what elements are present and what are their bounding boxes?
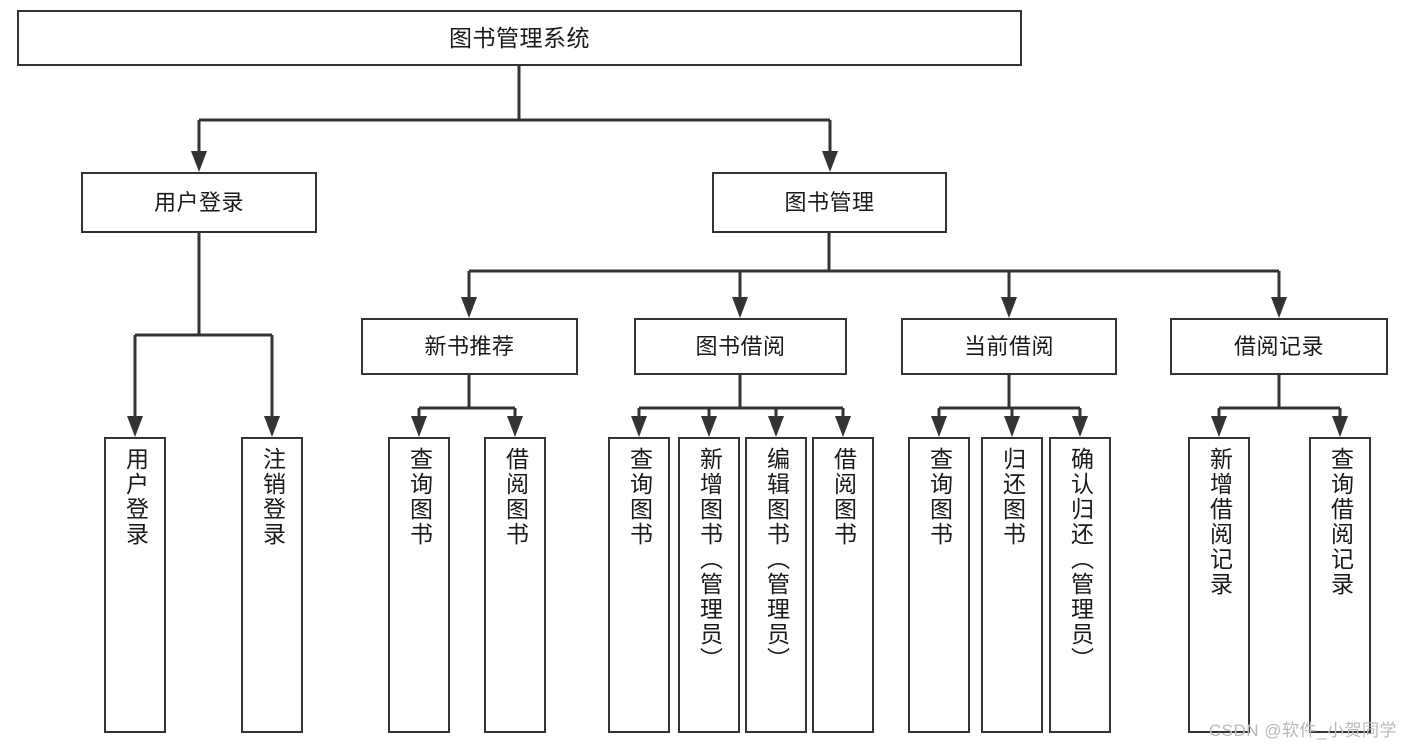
- connector-arrowhead: [732, 297, 748, 318]
- leaf-node[interactable]: 用户登录: [104, 437, 166, 733]
- leaf-node[interactable]: 查询图书: [908, 437, 970, 733]
- leaf-node[interactable]: 归还图书: [981, 437, 1043, 733]
- connector-arrowhead: [1271, 297, 1287, 318]
- connector-arrowhead: [701, 416, 717, 437]
- level3-node[interactable]: 新书推荐: [361, 318, 578, 375]
- node-label: 注销登录: [259, 447, 286, 547]
- node-label: 查询图书: [626, 447, 653, 547]
- connector-arrowhead: [768, 416, 784, 437]
- connector-arrowhead: [461, 297, 477, 318]
- node-label: 图书管理: [784, 189, 875, 215]
- connector-arrowhead: [631, 416, 647, 437]
- level3-node[interactable]: 图书借阅: [634, 318, 847, 375]
- leaf-node[interactable]: 查询借阅记录: [1309, 437, 1371, 733]
- connector-arrowhead: [127, 416, 143, 437]
- leaf-node[interactable]: 查询图书: [388, 437, 450, 733]
- connector-arrowhead: [1001, 297, 1017, 318]
- connector-arrowhead: [931, 416, 947, 437]
- node-label: 用户登录: [122, 447, 149, 547]
- connector-arrowhead: [1211, 416, 1227, 437]
- connector-arrowhead: [1004, 416, 1020, 437]
- node-label: 新书推荐: [424, 333, 515, 359]
- leaf-node[interactable]: 注销登录: [241, 437, 303, 733]
- level3-node[interactable]: 当前借阅: [901, 318, 1117, 375]
- connector-arrowhead: [1332, 416, 1348, 437]
- node-label: 借阅图书: [502, 447, 529, 547]
- node-label: 当前借阅: [963, 333, 1054, 359]
- connector-arrowhead: [264, 416, 280, 437]
- node-label: 借阅记录: [1233, 333, 1324, 359]
- node-label: 新增图书（管理员）: [696, 447, 723, 672]
- connector-arrowhead: [835, 416, 851, 437]
- connector-arrowhead: [1072, 416, 1088, 437]
- node-label: 确认归还（管理员）: [1067, 447, 1094, 672]
- node-label: 借阅图书: [830, 447, 857, 547]
- leaf-node[interactable]: 借阅图书: [484, 437, 546, 733]
- node-label: 图书借阅: [695, 333, 786, 359]
- leaf-node[interactable]: 查询图书: [608, 437, 670, 733]
- level3-node[interactable]: 借阅记录: [1170, 318, 1388, 375]
- node-label: 查询图书: [406, 447, 433, 547]
- leaf-node[interactable]: 新增图书（管理员）: [678, 437, 740, 733]
- connector-arrowhead: [822, 151, 838, 172]
- leaf-node[interactable]: 新增借阅记录: [1188, 437, 1250, 733]
- node-label: 归还图书: [999, 447, 1026, 547]
- root-node[interactable]: 图书管理系统: [17, 10, 1022, 66]
- node-label: 查询图书: [926, 447, 953, 547]
- level2-node[interactable]: 用户登录: [81, 172, 317, 233]
- leaf-node[interactable]: 借阅图书: [812, 437, 874, 733]
- node-label: 查询借阅记录: [1327, 447, 1354, 597]
- connector-arrowhead: [507, 416, 523, 437]
- leaf-node[interactable]: 编辑图书（管理员）: [745, 437, 807, 733]
- watermark-label: CSDN @软件_小贺同学: [1208, 721, 1397, 740]
- level2-node[interactable]: 图书管理: [712, 172, 947, 233]
- node-label: 新增借阅记录: [1206, 447, 1233, 597]
- connector-arrowhead: [191, 151, 207, 172]
- node-label: 编辑图书（管理员）: [763, 447, 790, 672]
- node-label: 用户登录: [153, 189, 244, 215]
- node-label: 图书管理系统: [449, 24, 590, 51]
- leaf-node[interactable]: 确认归还（管理员）: [1049, 437, 1111, 733]
- connector-arrowhead: [411, 416, 427, 437]
